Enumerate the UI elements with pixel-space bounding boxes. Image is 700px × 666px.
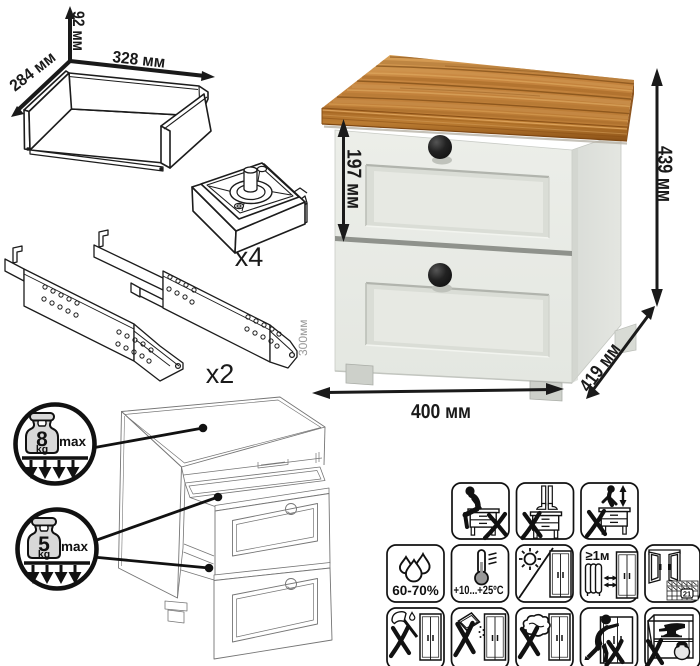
svg-text:92 мм: 92 мм: [69, 11, 87, 51]
svg-text:+10...+25ºC: +10...+25ºC: [454, 583, 504, 597]
svg-text:kg: kg: [38, 549, 50, 561]
svg-text:x4: x4: [235, 242, 264, 272]
svg-text:max: max: [61, 539, 89, 554]
svg-text:5: 5: [38, 533, 50, 556]
svg-text:kg: kg: [36, 444, 48, 456]
svg-text:8: 8: [36, 428, 48, 451]
svg-text:21: 21: [683, 590, 691, 599]
svg-text:439 мм: 439 мм: [654, 146, 676, 202]
svg-text:≥1м: ≥1м: [586, 548, 610, 563]
svg-text:max: max: [59, 434, 87, 449]
svg-text:60-70%: 60-70%: [392, 583, 439, 598]
svg-text:x2: x2: [206, 359, 235, 389]
svg-text:328 мм: 328 мм: [112, 48, 167, 72]
svg-text:400 мм: 400 мм: [411, 401, 471, 423]
svg-text:197 мм: 197 мм: [343, 149, 365, 209]
svg-text:300мм: 300мм: [296, 319, 310, 356]
